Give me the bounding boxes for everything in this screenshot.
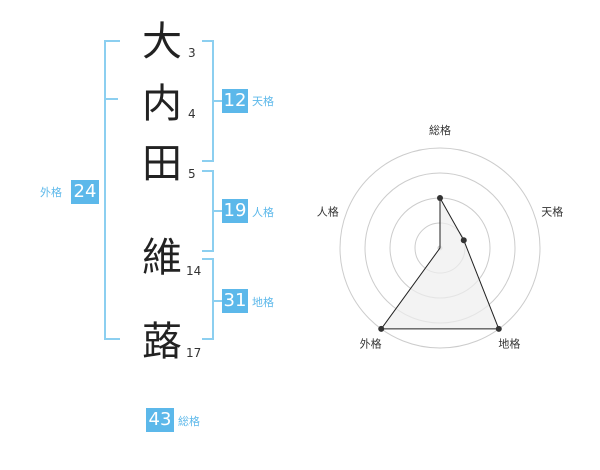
stroke-count-3: 5 (188, 167, 196, 181)
name-char-1: 大 (142, 19, 182, 65)
radar-axis-label-1: 天格 (541, 205, 563, 219)
name-char-5: 蕗 (142, 319, 182, 365)
radar-axis-label-4: 人格 (317, 205, 339, 219)
chikaku-bracket-tick (212, 300, 222, 302)
tenkaku-badge: 12 (222, 89, 248, 113)
gaikaku-bracket-tick (104, 98, 118, 100)
tenkaku-bracket-tick (212, 100, 222, 102)
jinkaku-bracket-tick (212, 210, 222, 212)
chikaku-bracket (202, 258, 214, 340)
radar-axis-label-2: 地格 (498, 336, 520, 350)
radar-point-3 (378, 325, 385, 332)
jinkaku-badge: 19 (222, 199, 248, 223)
soukaku-badge: 43 (146, 408, 174, 432)
radar-axis-label-0: 総格 (429, 123, 451, 137)
tenkaku-label: 天格 (252, 95, 274, 108)
stroke-count-5: 17 (186, 346, 202, 360)
gaikaku-badge: 24 (71, 180, 99, 204)
name-char-4: 維 (142, 235, 182, 281)
chikaku-label: 地格 (252, 296, 274, 309)
radar-point-0 (437, 195, 443, 201)
radar-point-1 (460, 237, 467, 244)
jinkaku-label: 人格 (252, 206, 274, 219)
soukaku-label: 総格 (178, 415, 200, 428)
radar-point-2 (495, 325, 502, 332)
gaikaku-label: 外格 (40, 186, 62, 199)
gaikaku-bracket (104, 40, 120, 340)
radar-data-shape (380, 196, 500, 330)
stroke-count-4: 14 (186, 264, 202, 278)
radar-axis-label-3: 外格 (360, 336, 382, 350)
stroke-count-1: 3 (188, 46, 196, 60)
name-char-3: 田 (142, 141, 182, 187)
chikaku-badge: 31 (222, 289, 248, 313)
stroke-count-2: 4 (188, 107, 196, 121)
name-char-2: 内 (142, 81, 182, 127)
radar-ring-4 (339, 147, 541, 349)
